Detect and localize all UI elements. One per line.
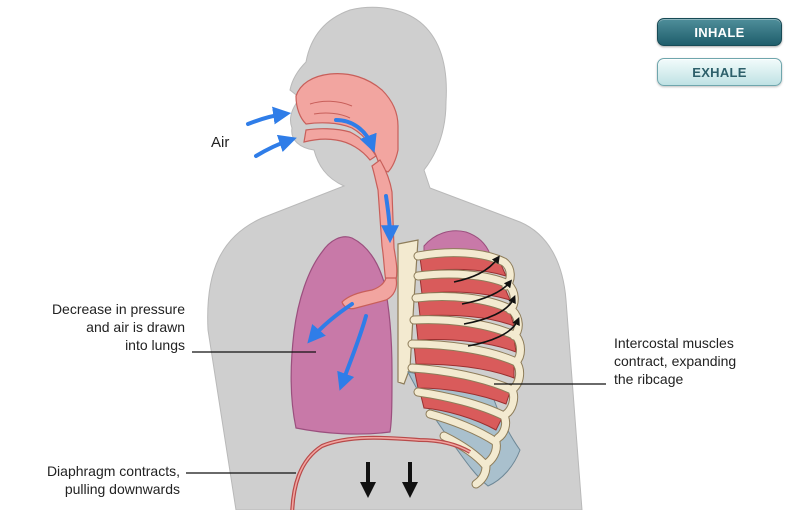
diaphragm-label-line-1: Diaphragm contracts, (47, 462, 180, 480)
muscles-label-line-3: the ribcage (614, 370, 736, 388)
diaphragm-label-line-2: pulling downwards (47, 480, 180, 498)
inhale-button[interactable]: INHALE (657, 18, 782, 46)
diaphragm-label: Diaphragm contracts, pulling downwards (47, 462, 180, 498)
pressure-label-line-2: and air is drawn (52, 318, 185, 336)
exhale-button[interactable]: EXHALE (657, 58, 782, 86)
air-label: Air (211, 134, 229, 152)
muscles-label: Intercostal muscles contract, expanding … (614, 334, 736, 388)
pressure-label-line-3: into lungs (52, 336, 185, 354)
pressure-label-line-1: Decrease in pressure (52, 300, 185, 318)
muscles-label-line-1: Intercostal muscles (614, 334, 736, 352)
pressure-label: Decrease in pressure and air is drawn in… (52, 300, 185, 354)
muscles-label-line-2: contract, expanding (614, 352, 736, 370)
